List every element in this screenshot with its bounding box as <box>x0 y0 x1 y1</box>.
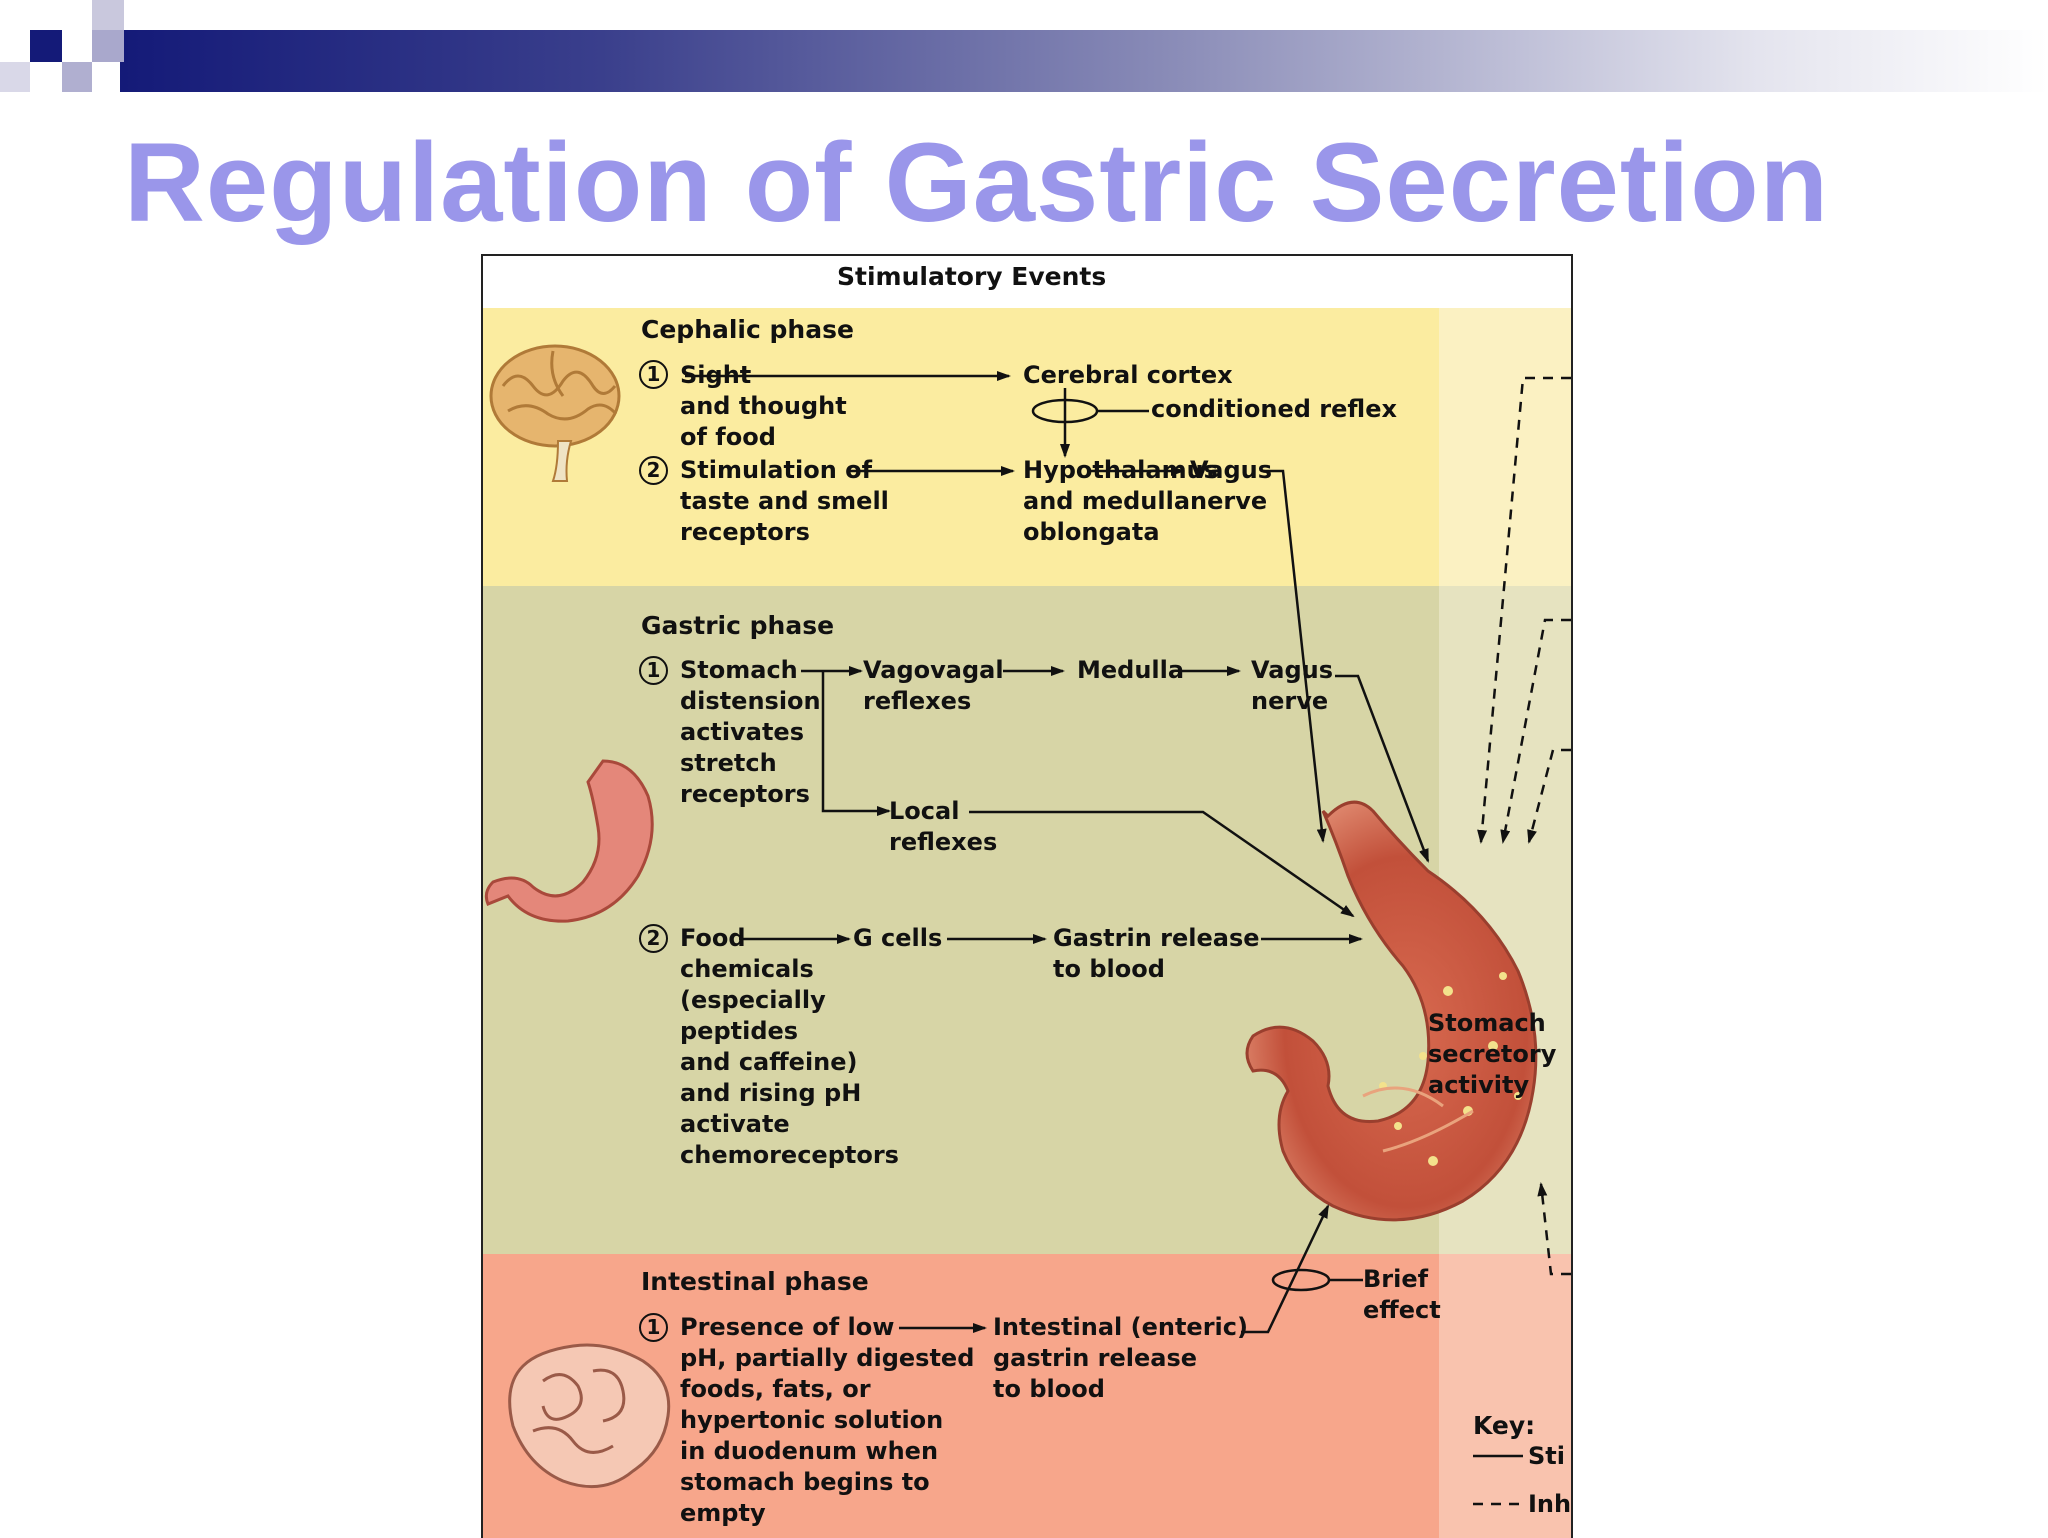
conditioned-reflex-label: conditioned reflex <box>1151 395 1397 423</box>
slide-title: Regulation of Gastric Secretion <box>124 120 1830 245</box>
cephalic-step1-number: 1 <box>639 360 668 389</box>
gastric-regulation-figure: Stimulatory Events Cephalic phase 1 Sigh… <box>481 254 1573 1538</box>
brief-effect-label: Brief effect <box>1363 1265 1441 1324</box>
key-stimulate-label: Sti <box>1528 1442 1565 1470</box>
intestinal-phase-title: Intestinal phase <box>641 1267 869 1296</box>
header-gradient-bar <box>120 30 2048 92</box>
right-strip-intestinal <box>1439 1254 1571 1538</box>
cephalic-step1-text: Sight and thought of food <box>680 361 847 451</box>
brain-icon <box>489 344 621 482</box>
cephalic-step2-text: Stimulation of taste and smell receptors <box>680 456 889 546</box>
stomach-secretory-activity-label: Stomach secretory activity <box>1428 1009 1557 1099</box>
g-cells-label: G cells <box>853 924 943 952</box>
enteric-gastrin-label: Intestinal (enteric) gastrin release to … <box>993 1313 1248 1403</box>
dashed-arrows <box>1473 376 1571 1506</box>
solid-arrows <box>685 371 1523 1458</box>
header-band <box>483 256 1571 308</box>
key-title: Key: <box>1473 1411 1536 1440</box>
vagovagal-reflexes-label: Vagovagal reflexes <box>863 656 1004 715</box>
gastric-step2-text: Food chemicals (especially peptides and … <box>680 924 899 1169</box>
figure-graphics <box>484 344 1571 1506</box>
header-square-decoration <box>0 0 124 120</box>
gastric-step1-text: Stomach distension activates stretch rec… <box>680 656 821 808</box>
figure-header: Stimulatory Events <box>837 262 1107 291</box>
intestine-icon <box>508 1343 671 1489</box>
gastric-step2-number: 2 <box>639 924 668 953</box>
gastrin-release-label: Gastrin release to blood <box>1053 924 1260 983</box>
cephalic-vagus-label: Vagus nerve <box>1190 456 1273 515</box>
hypothalamus-label: Hypothalamus and medulla oblongata <box>1023 456 1218 546</box>
intestinal-step1-number: 1 <box>639 1313 668 1342</box>
large-stomach-illustration <box>1245 800 1538 1222</box>
cephalic-step2-number: 2 <box>639 456 668 485</box>
medulla-label: Medulla <box>1077 656 1185 684</box>
gastric-phase-title: Gastric phase <box>641 611 835 640</box>
cephalic-phase-title: Cephalic phase <box>641 315 854 344</box>
small-stomach-icon <box>484 759 654 923</box>
cerebral-cortex-label: Cerebral cortex <box>1023 361 1233 389</box>
intestinal-step1-text: Presence of low pH, partially digested f… <box>680 1313 975 1527</box>
gastric-vagus-label: Vagus nerve <box>1251 656 1334 715</box>
gastric-step1-number: 1 <box>639 656 668 685</box>
key-inhibit-label: Inh <box>1528 1490 1572 1518</box>
cephalic-band <box>483 308 1571 586</box>
local-reflexes-label: Local reflexes <box>889 797 998 856</box>
right-strip-cephalic <box>1439 308 1571 586</box>
